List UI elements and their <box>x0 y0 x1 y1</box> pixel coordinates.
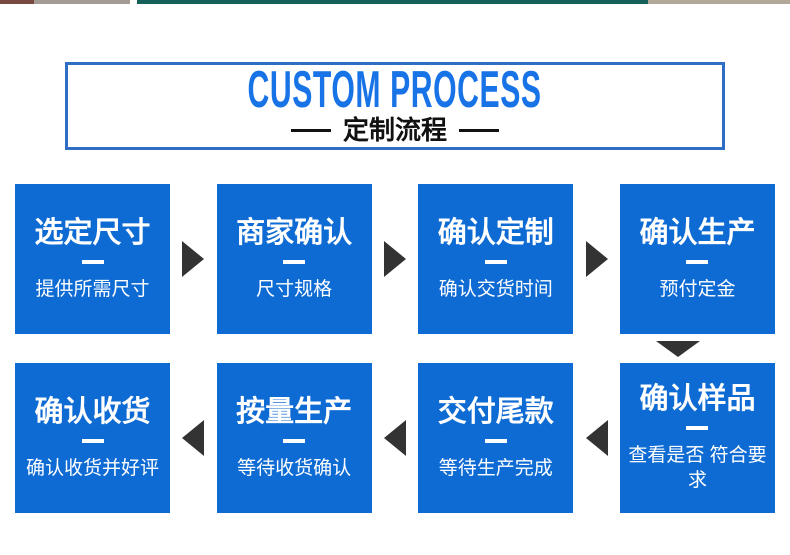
step-subtitle: 等待收货确认 <box>237 457 352 479</box>
step-subtitle: 查看是否 符合要求 <box>628 445 767 491</box>
step-divider <box>686 426 709 430</box>
header-title-chinese: 定制流程 <box>342 115 447 145</box>
step-divider <box>283 438 306 443</box>
step-title: 商家确认 <box>236 216 353 249</box>
row-gap <box>15 334 775 363</box>
right-dash-rule <box>459 128 499 132</box>
strip-segment-teal <box>137 0 648 4</box>
arrow-left-icon <box>383 420 406 456</box>
arrow-left-icon <box>182 420 205 456</box>
step-divider <box>283 259 306 264</box>
step-divider <box>484 438 507 443</box>
step-divider <box>686 259 709 264</box>
step-box-seller-confirm: 商家确认 尺寸规格 <box>216 184 372 334</box>
strip-segment-tan <box>648 0 790 4</box>
left-dash-rule <box>290 128 331 132</box>
step-subtitle: 等待生产完成 <box>438 457 553 479</box>
step-title: 确认生产 <box>639 216 756 249</box>
strip-segment-maroon <box>0 0 34 4</box>
step-subtitle: 确认收货并好评 <box>25 457 159 479</box>
step-subtitle: 尺寸规格 <box>256 278 333 300</box>
arrow-left-icon <box>585 420 608 456</box>
section-header: CUSTOM PROCESS 定制流程 <box>65 62 725 150</box>
arrow-down-icon <box>656 341 700 357</box>
step-divider <box>484 259 507 264</box>
arrow-right-icon <box>585 241 608 277</box>
step-divider <box>81 259 104 264</box>
header-title-english: CUSTOM PROCESS <box>247 61 543 119</box>
strip-segment-gap <box>130 0 137 4</box>
step-divider <box>81 438 104 443</box>
top-decorative-strip <box>0 0 790 4</box>
process-flow: 选定尺寸 提供所需尺寸 商家确认 尺寸规格 确认定制 确认交货时间 确认生产 预… <box>0 184 790 513</box>
step-box-select-size: 选定尺寸 提供所需尺寸 <box>15 184 170 334</box>
step-box-pay-balance: 交付尾款 等待生产完成 <box>418 363 574 513</box>
flow-row-bottom: 确认收货 确认收货并好评 按量生产 等待收货确认 交付尾款 等待生产完成 确认样… <box>15 363 775 513</box>
step-title: 确认收货 <box>34 395 151 428</box>
arrow-right-icon <box>182 241 205 277</box>
step-title: 确认样品 <box>639 383 756 415</box>
arrow-right-icon <box>383 241 406 277</box>
strip-segment-gray <box>34 0 130 4</box>
step-box-mass-production: 按量生产 等待收货确认 <box>216 363 372 513</box>
step-box-confirm-receipt: 确认收货 确认收货并好评 <box>15 363 170 513</box>
step-subtitle: 提供所需尺寸 <box>35 278 150 300</box>
step-subtitle: 预付定金 <box>659 278 736 300</box>
step-title: 交付尾款 <box>437 395 554 428</box>
header-title-chinese-row: 定制流程 <box>290 115 499 145</box>
step-title: 确认定制 <box>437 216 554 249</box>
flow-row-top: 选定尺寸 提供所需尺寸 商家确认 尺寸规格 确认定制 确认交货时间 确认生产 预… <box>15 184 775 334</box>
step-title: 选定尺寸 <box>34 216 151 249</box>
step-box-confirm-custom: 确认定制 确认交货时间 <box>418 184 574 334</box>
step-subtitle: 确认交货时间 <box>438 278 553 300</box>
step-box-confirm-production: 确认生产 预付定金 <box>619 184 775 334</box>
step-title: 按量生产 <box>236 395 353 428</box>
step-box-confirm-sample: 确认样品 查看是否 符合要求 <box>619 363 775 513</box>
